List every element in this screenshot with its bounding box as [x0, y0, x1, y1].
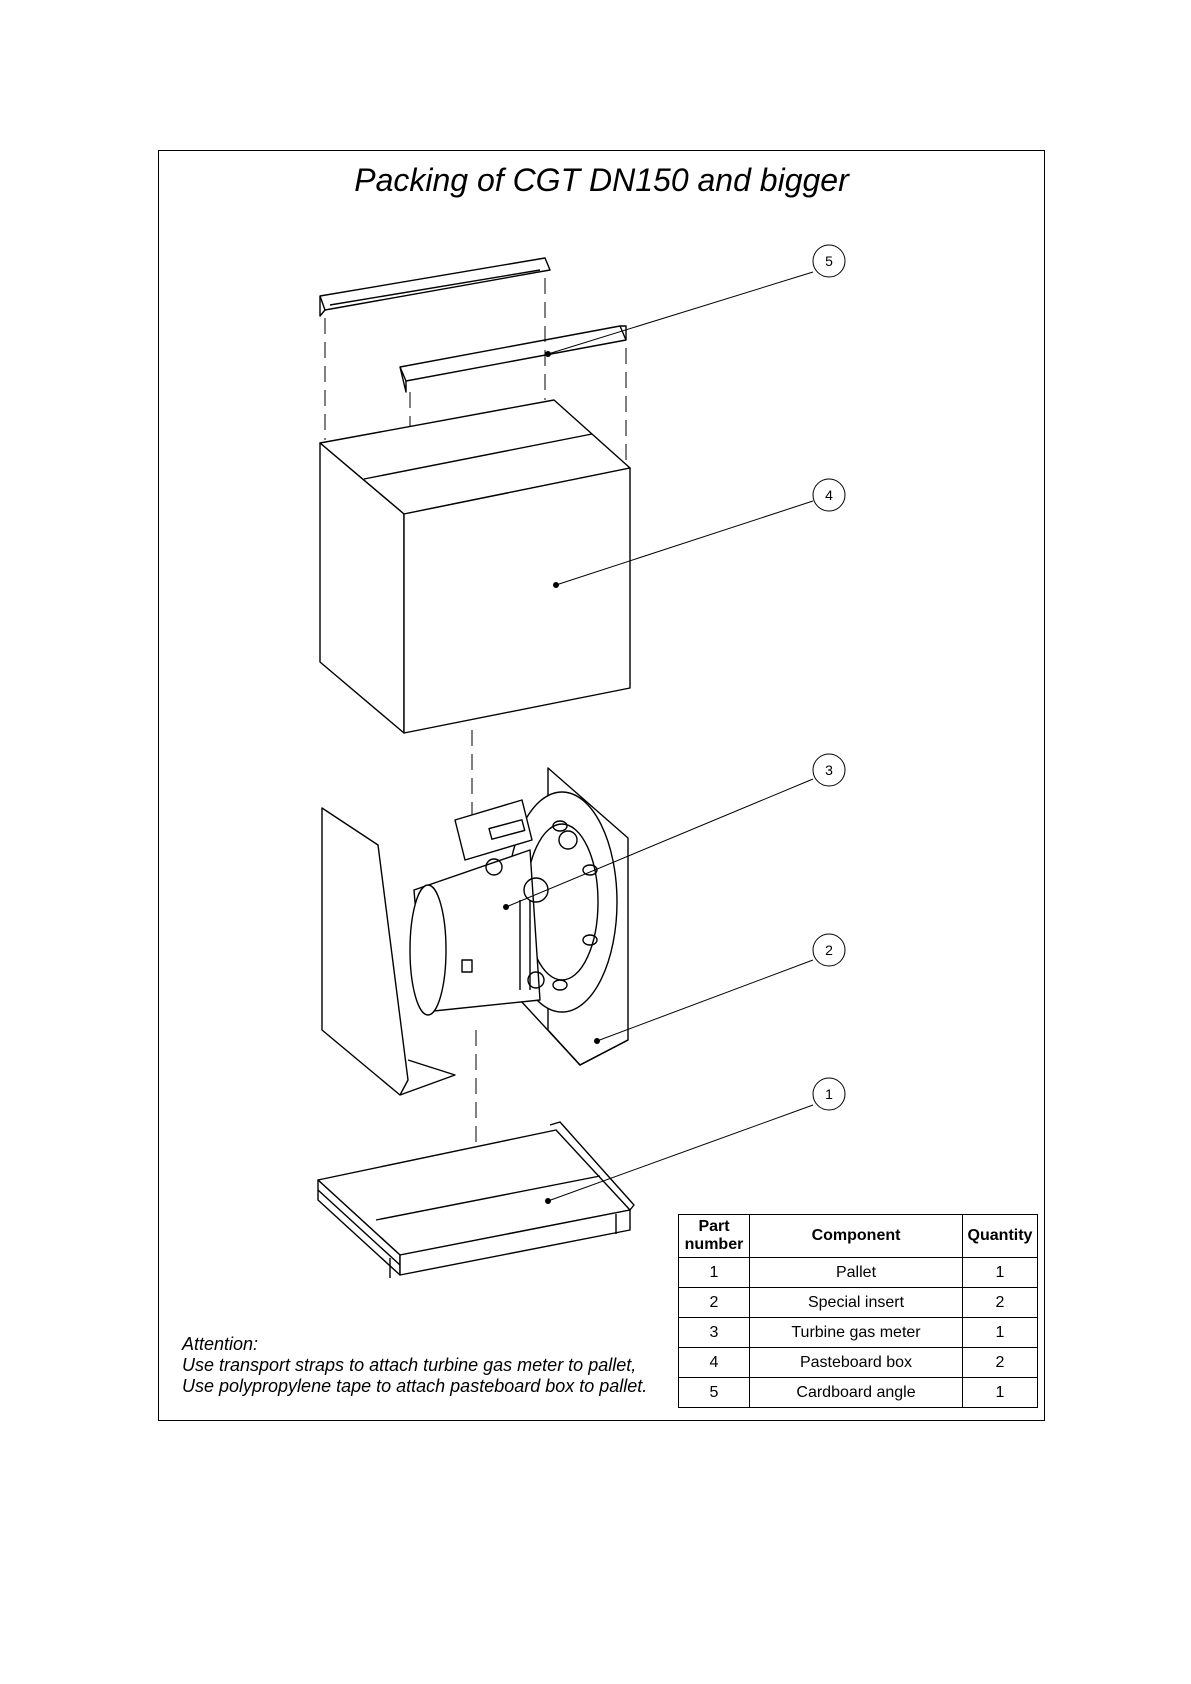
cell-part: 2 [679, 1288, 750, 1318]
svg-text:1: 1 [825, 1086, 833, 1102]
attention-heading: Attention: [182, 1334, 647, 1355]
table-row: 1 Pallet 1 [679, 1258, 1038, 1288]
cell-quantity: 2 [963, 1288, 1038, 1318]
callout-3: 3 [813, 754, 845, 786]
header-quantity: Quantity [963, 1215, 1038, 1258]
parts-table: Part number Component Quantity 1 Pallet … [678, 1214, 1038, 1408]
cell-part: 1 [679, 1258, 750, 1288]
cell-component: Special insert [750, 1288, 963, 1318]
attention-line-2: Use polypropylene tape to attach pastebo… [182, 1376, 647, 1397]
pallet [318, 1122, 634, 1278]
cell-part: 4 [679, 1348, 750, 1378]
attention-line-1: Use transport straps to attach turbine g… [182, 1355, 647, 1376]
cell-part: 5 [679, 1378, 750, 1408]
attention-note: Attention: Use transport straps to attac… [182, 1334, 647, 1397]
svg-text:2: 2 [825, 942, 833, 958]
header-part-number: Part number [679, 1215, 750, 1258]
cardboard-angle-front [400, 326, 626, 392]
table-row: 4 Pasteboard box 2 [679, 1348, 1038, 1378]
cell-component: Pallet [750, 1258, 963, 1288]
svg-text:5: 5 [825, 253, 833, 269]
cell-part: 3 [679, 1318, 750, 1348]
cell-quantity: 1 [963, 1378, 1038, 1408]
cell-component: Pasteboard box [750, 1348, 963, 1378]
cell-quantity: 1 [963, 1258, 1038, 1288]
cell-quantity: 1 [963, 1318, 1038, 1348]
pasteboard-box [320, 400, 630, 733]
cell-component: Cardboard angle [750, 1378, 963, 1408]
cell-quantity: 2 [963, 1348, 1038, 1378]
svg-text:4: 4 [825, 487, 833, 503]
svg-text:3: 3 [825, 762, 833, 778]
callout-1: 1 [813, 1078, 845, 1110]
callout-4: 4 [813, 479, 845, 511]
cell-component: Turbine gas meter [750, 1318, 963, 1348]
header-component: Component [750, 1215, 963, 1258]
parts-table-header: Part number Component Quantity [679, 1215, 1038, 1258]
table-row: 3 Turbine gas meter 1 [679, 1318, 1038, 1348]
callout-2: 2 [813, 934, 845, 966]
table-row: 2 Special insert 2 [679, 1288, 1038, 1318]
cardboard-angle-back [320, 258, 550, 316]
table-row: 5 Cardboard angle 1 [679, 1378, 1038, 1408]
callout-5: 5 [813, 245, 845, 277]
